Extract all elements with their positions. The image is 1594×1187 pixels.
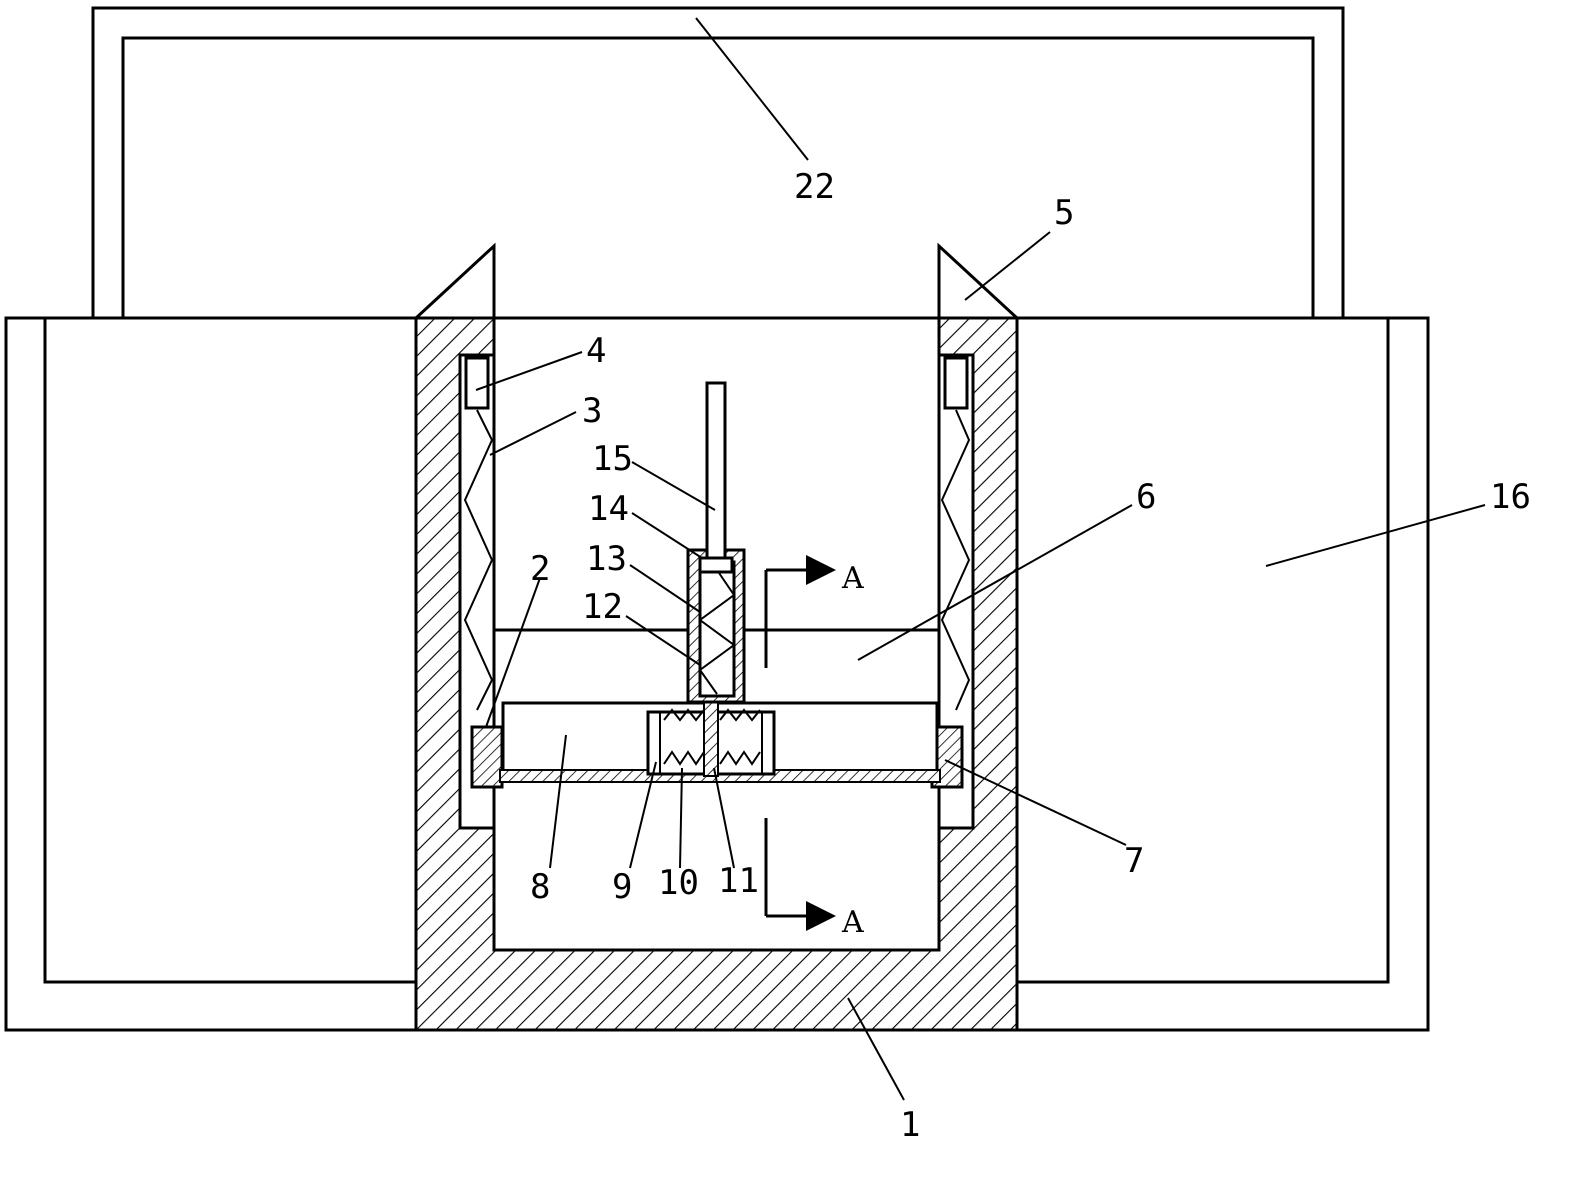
label-1: 1 [900, 1105, 920, 1145]
label-2: 2 [530, 549, 550, 589]
label-12: 12 [582, 587, 623, 627]
label-5: 5 [1054, 193, 1074, 233]
label-6: 6 [1136, 477, 1156, 517]
side-springs [463, 409, 971, 711]
central-spring-housing [646, 699, 776, 777]
label-14: 14 [588, 489, 629, 529]
label-3: 3 [582, 391, 602, 431]
top-cover-frame [91, 6, 1345, 318]
section-mark-top: A [841, 561, 864, 596]
label-8: 8 [530, 867, 550, 907]
label-15: 15 [592, 439, 633, 479]
rod-assembly [686, 381, 746, 704]
label-16: 16 [1490, 477, 1531, 517]
label-10: 10 [658, 863, 699, 903]
guide-posts [414, 242, 1019, 320]
label-4: 4 [586, 331, 606, 371]
part-labels: 22 5 4 3 15 14 13 12 2 6 16 8 9 10 11 7 … [530, 167, 1531, 1145]
label-9: 9 [612, 867, 632, 907]
label-7: 7 [1124, 841, 1144, 881]
section-indicator: A A [764, 555, 864, 940]
label-22: 22 [794, 167, 835, 207]
leader-lines [475, 17, 1486, 1101]
section-mark-bottom: A [841, 905, 864, 940]
label-11: 11 [718, 861, 759, 901]
label-13: 13 [586, 539, 627, 579]
spring-top-blocks [464, 356, 969, 410]
